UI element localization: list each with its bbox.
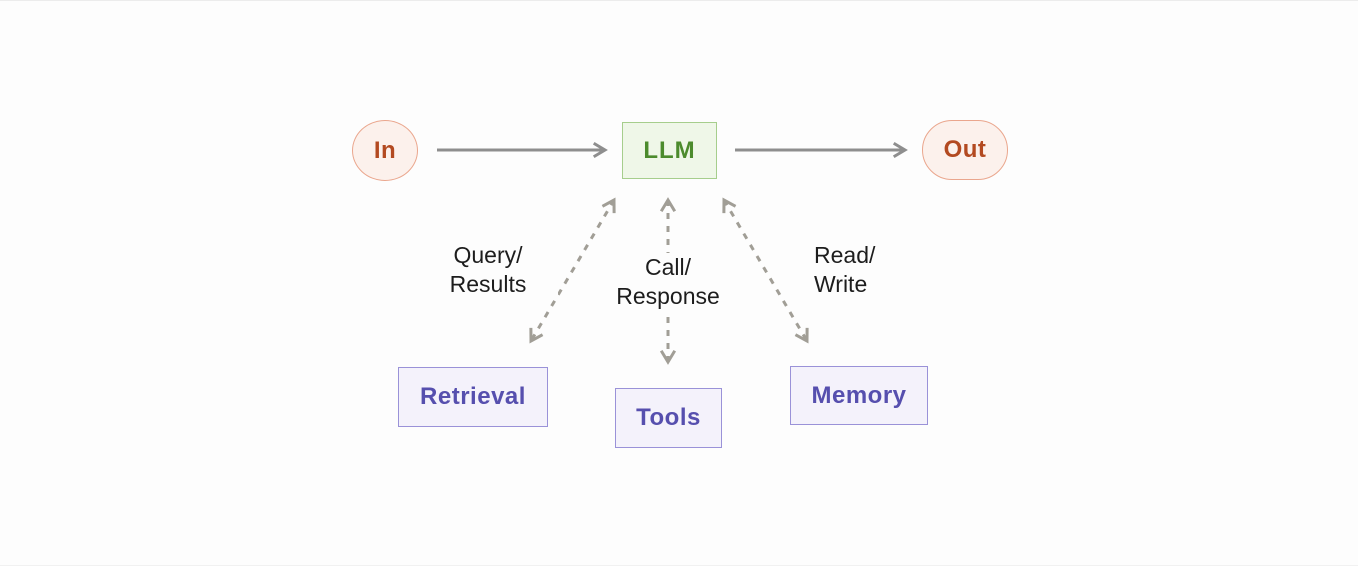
node-out: Out: [922, 120, 1008, 180]
edge-label-read-line2: Write: [814, 271, 868, 297]
node-retrieval-label: Retrieval: [420, 383, 526, 410]
node-retrieval: Retrieval: [398, 367, 548, 427]
node-in: In: [352, 120, 418, 181]
edge-label-call-response: Call/ Response: [598, 253, 738, 311]
edge-label-query-line2: Results: [449, 271, 527, 297]
node-tools-label: Tools: [636, 404, 701, 431]
node-llm-label: LLM: [643, 136, 696, 164]
arrow-llm-retrieval: [529, 197, 616, 344]
edge-label-query-results: Query/ Results: [418, 241, 558, 299]
edge-label-query-line1: Query/: [453, 242, 523, 268]
edge-label-read-line1: Read/: [814, 242, 876, 268]
node-tools: Tools: [615, 388, 722, 448]
edge-label-call-line1: Call/: [644, 254, 691, 280]
node-memory: Memory: [790, 366, 928, 425]
node-out-label: Out: [943, 136, 987, 163]
edge-label-call-line2: Response: [616, 283, 720, 309]
edge-label-read-write: Read/ Write: [808, 241, 882, 299]
node-llm: LLM: [622, 122, 717, 179]
node-in-label: In: [373, 136, 397, 164]
node-memory-label: Memory: [811, 381, 907, 409]
arrow-llm-memory: [722, 197, 809, 344]
